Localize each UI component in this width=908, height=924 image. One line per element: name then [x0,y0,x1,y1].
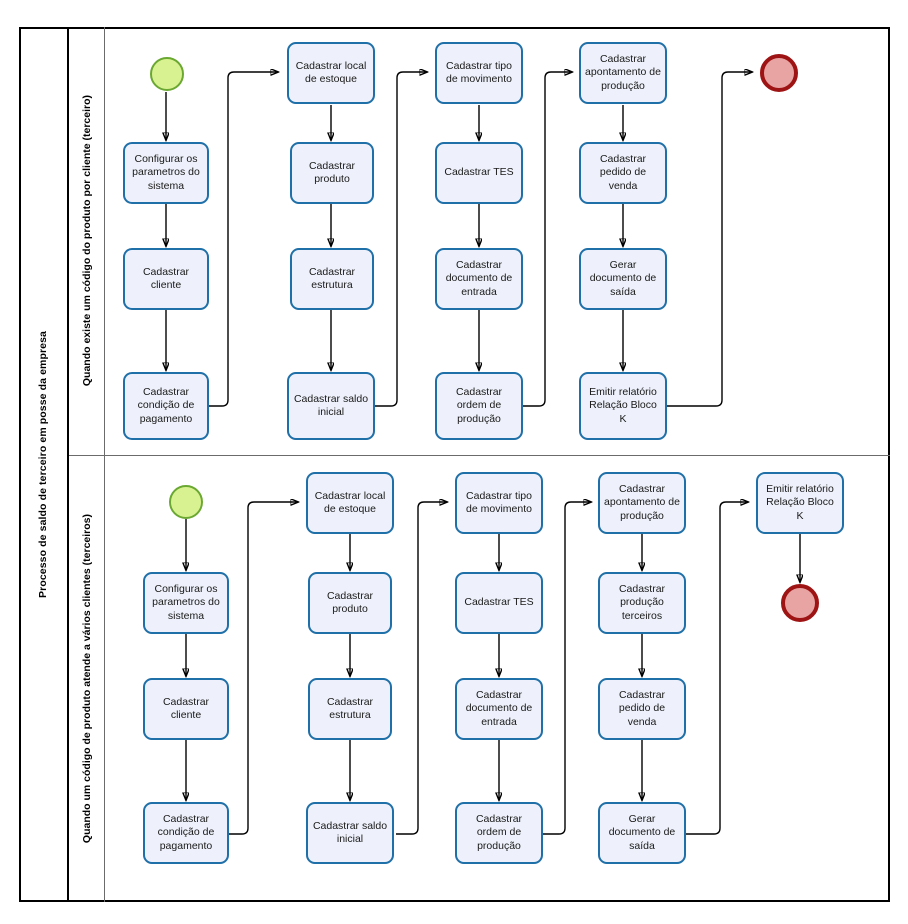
task-cadastrar-ordem-producao-lane-2[interactable]: Cadastrar ordem de produção [455,802,543,864]
task-cadastrar-pedido-venda-lane-2[interactable]: Cadastrar pedido de venda [598,678,686,740]
task-cadastrar-tes-lane-2[interactable]: Cadastrar TES [455,572,543,634]
task-gerar-documento-saida-lane-2[interactable]: Gerar documento de saída [598,802,686,864]
lane-divider [69,455,890,456]
task-cadastrar-tes-lane-1[interactable]: Cadastrar TES [435,142,523,204]
task-cadastrar-produto-lane-1[interactable]: Cadastrar produto [290,142,374,204]
task-cadastrar-cliente-lane-1[interactable]: Cadastrar cliente [123,248,209,310]
lane-2-header: Quando um código de produto atende a vár… [69,456,105,902]
task-cadastrar-local-estoque-lane-2[interactable]: Cadastrar local de estoque [306,472,394,534]
lane-1-header: Quando existe um código do produto por c… [69,27,105,455]
pool-title: Processo de saldo de terceiro em posse d… [19,27,69,902]
task-cadastrar-tipo-movimento-lane-1[interactable]: Cadastrar tipo de movimento [435,42,523,104]
lane-2: Quando um código de produto atende a vár… [69,456,890,902]
task-cadastrar-saldo-inicial-lane-1[interactable]: Cadastrar saldo inicial [287,372,375,440]
task-cadastrar-local-estoque-lane-1[interactable]: Cadastrar local de estoque [287,42,375,104]
task-configurar-parametros-lane-1[interactable]: Configurar os parametros do sistema [123,142,209,204]
task-cadastrar-pedido-venda-lane-1[interactable]: Cadastrar pedido de venda [579,142,667,204]
lane-1-label: Quando existe um código do produto por c… [80,95,93,387]
lane-1: Quando existe um código do produto por c… [69,27,890,455]
end-event-lane-1[interactable] [760,54,798,92]
task-cadastrar-documento-entrada-lane-1[interactable]: Cadastrar documento de entrada [435,248,523,310]
task-cadastrar-estrutura-lane-2[interactable]: Cadastrar estrutura [308,678,392,740]
task-cadastrar-condicao-pagamento-lane-1[interactable]: Cadastrar condição de pagamento [123,372,209,440]
task-cadastrar-apontamento-producao-lane-2[interactable]: Cadastrar apontamento de produção [598,472,686,534]
task-cadastrar-producao-terceiros-lane-2[interactable]: Cadastrar produção terceiros [598,572,686,634]
task-emitir-relatorio-bloco-k-lane-1[interactable]: Emitir relatório Relação Bloco K [579,372,667,440]
task-cadastrar-estrutura-lane-1[interactable]: Cadastrar estrutura [290,248,374,310]
task-cadastrar-condicao-pagamento-lane-2[interactable]: Cadastrar condição de pagamento [143,802,229,864]
task-gerar-documento-saida-lane-1[interactable]: Gerar documento de saída [579,248,667,310]
task-cadastrar-apontamento-producao-lane-1[interactable]: Cadastrar apontamento de produção [579,42,667,104]
task-cadastrar-documento-entrada-lane-2[interactable]: Cadastrar documento de entrada [455,678,543,740]
pool-frame [19,27,890,902]
task-cadastrar-tipo-movimento-lane-2[interactable]: Cadastrar tipo de movimento [455,472,543,534]
task-cadastrar-cliente-lane-2[interactable]: Cadastrar cliente [143,678,229,740]
lane-2-label: Quando um código de produto atende a vár… [80,514,93,844]
task-configurar-parametros-lane-2[interactable]: Configurar os parametros do sistema [143,572,229,634]
task-cadastrar-ordem-producao-lane-1[interactable]: Cadastrar ordem de produção [435,372,523,440]
start-event-lane-2[interactable] [169,485,203,519]
pool-title-label: Processo de saldo de terceiro em posse d… [37,331,49,598]
task-cadastrar-saldo-inicial-lane-2[interactable]: Cadastrar saldo inicial [306,802,394,864]
start-event-lane-1[interactable] [150,57,184,91]
task-emitir-relatorio-bloco-k-lane-2[interactable]: Emitir relatório Relação Bloco K [756,472,844,534]
task-cadastrar-produto-lane-2[interactable]: Cadastrar produto [308,572,392,634]
end-event-lane-2[interactable] [781,584,819,622]
